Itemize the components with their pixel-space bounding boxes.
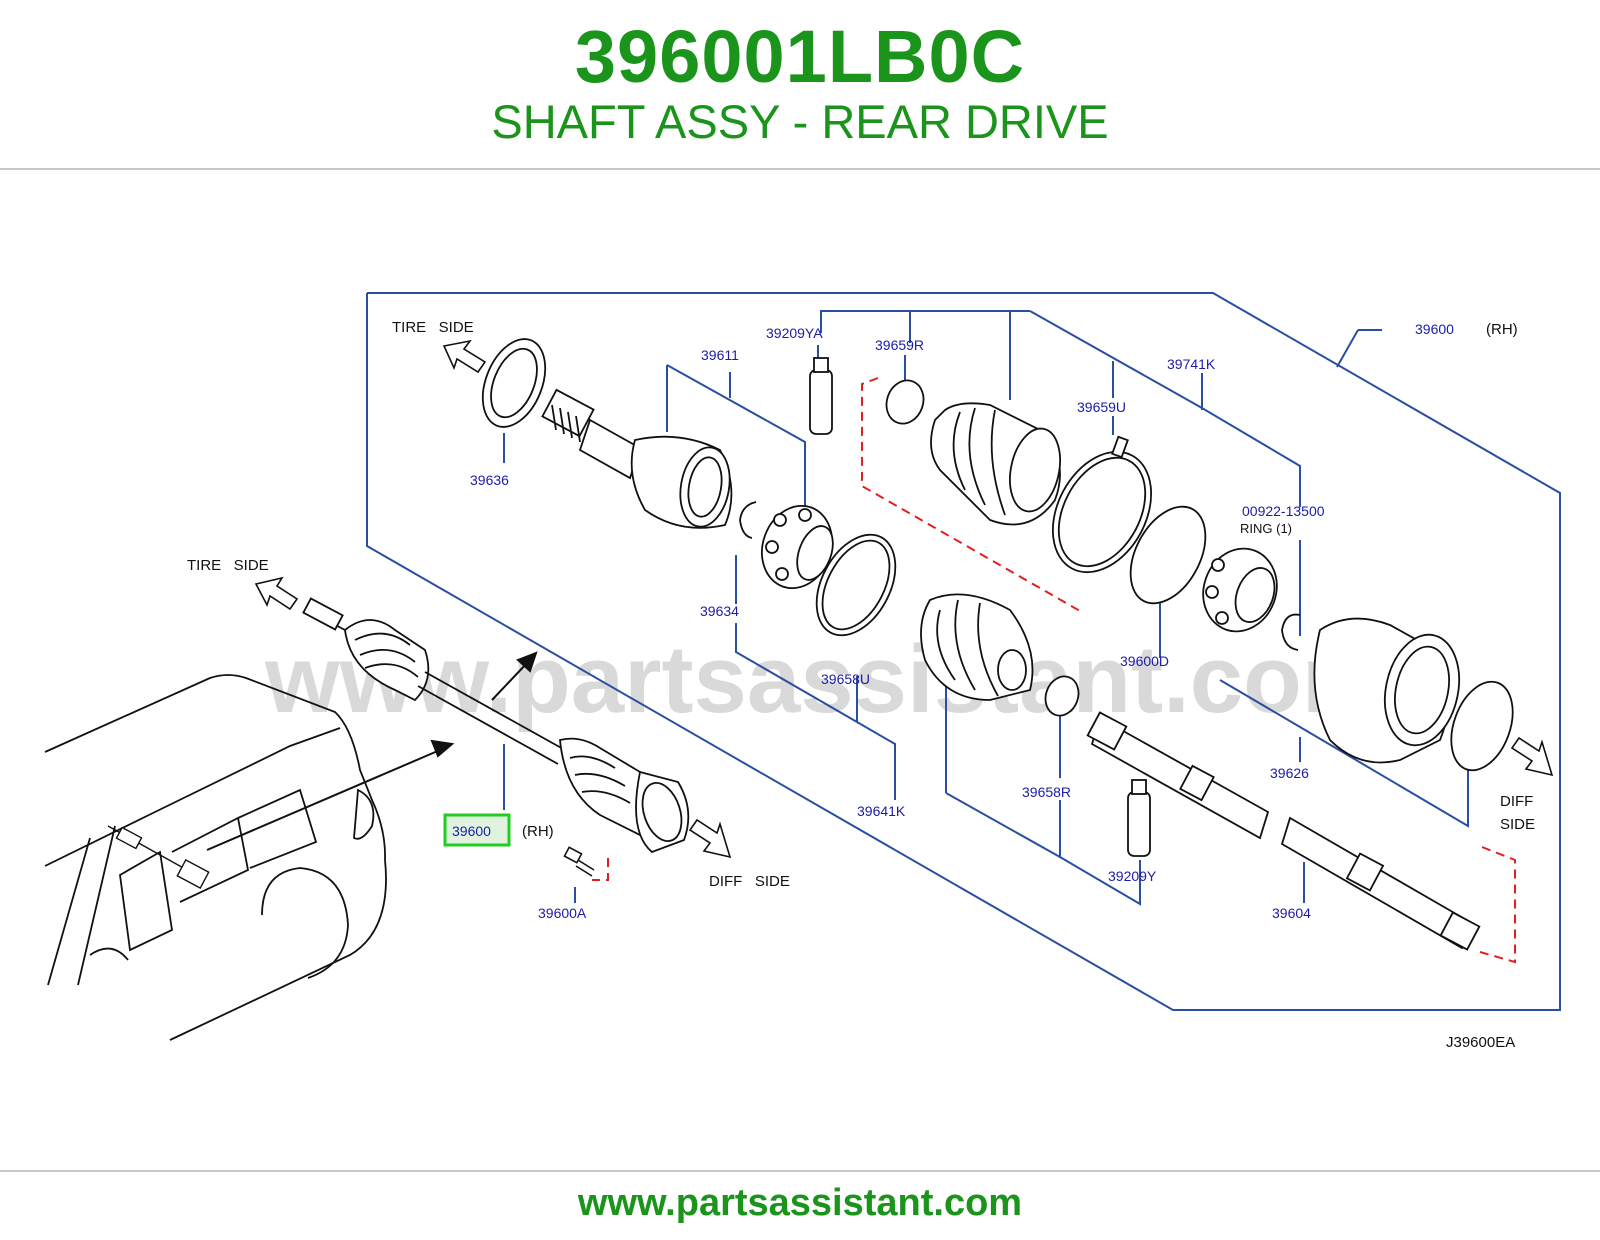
vehicle-shaft-icon: [107, 825, 210, 889]
callout-39600D[interactable]: 39600D: [1120, 653, 1169, 669]
diff-side-label-left: DIFF SIDE: [709, 873, 790, 890]
footer-url-link[interactable]: www.partsassistant.com: [577, 1182, 1023, 1224]
callout-39604[interactable]: 39604: [1272, 905, 1311, 921]
diff-side-label-right-2: SIDE: [1500, 816, 1535, 833]
alignment-dashed-lines: [592, 377, 1516, 964]
callout-39636[interactable]: 39636: [470, 472, 509, 488]
diff-side-arrow-right: [1510, 736, 1554, 777]
callout-39600A[interactable]: 39600A: [538, 905, 587, 921]
assembled-drive-shaft: [302, 597, 690, 854]
callout-00922-13500[interactable]: 00922-13500: [1242, 503, 1325, 519]
callout-ring-qty: RING (1): [1240, 521, 1292, 536]
tire-side-arrow-left: [254, 576, 299, 611]
bolt-39600A-icon: [563, 846, 595, 877]
callout-39600-main[interactable]: 39600: [452, 823, 491, 839]
callout-39659U[interactable]: 39659U: [1077, 399, 1126, 415]
callout-39741K[interactable]: 39741K: [1167, 356, 1216, 372]
pointer-arrows: [206, 651, 538, 851]
highlight-39600: [443, 813, 511, 847]
exploded-view-frame: [366, 292, 1561, 1011]
diff-side-arrow-left: [688, 818, 732, 859]
callout-39209YA[interactable]: 39209YA: [766, 325, 823, 341]
callout-39600-top[interactable]: 39600: [1415, 321, 1454, 337]
diff-side-label-right-1: DIFF: [1500, 793, 1533, 810]
header-divider: [0, 168, 1600, 170]
callout-39641K[interactable]: 39641K: [857, 803, 906, 819]
vehicle-outline: [44, 674, 387, 1041]
exploded-parts: [481, 338, 1514, 951]
callout-39659R[interactable]: 39659R: [875, 337, 924, 353]
footer-divider: [0, 1170, 1600, 1172]
part-number: 396001LB0C: [574, 15, 1026, 98]
callout-39611[interactable]: 39611: [701, 347, 739, 363]
diagram-code: J39600EA: [1446, 1034, 1515, 1051]
leader-lines: [503, 310, 1469, 906]
part-description: SHAFT ASSY - REAR DRIVE: [491, 95, 1109, 148]
tire-side-label-top: TIRE SIDE: [392, 319, 474, 336]
tire-side-label-left: TIRE SIDE: [187, 557, 269, 574]
tire-side-arrow-top: [442, 339, 487, 374]
watermark: www.partsassistant.com: [264, 626, 1387, 733]
header: 396001LB0C SHAFT ASSY - REAR DRIVE: [0, 0, 1600, 168]
callout-39634[interactable]: 39634: [700, 603, 739, 619]
callout-39626[interactable]: 39626: [1270, 765, 1309, 781]
callout-39600-top-rh: (RH): [1486, 321, 1518, 338]
callout-39600-main-rh: (RH): [522, 823, 554, 840]
callout-39658R[interactable]: 39658R: [1022, 784, 1071, 800]
callout-39209Y[interactable]: 39209Y: [1108, 868, 1157, 884]
callout-39658U[interactable]: 39658U: [821, 671, 870, 687]
